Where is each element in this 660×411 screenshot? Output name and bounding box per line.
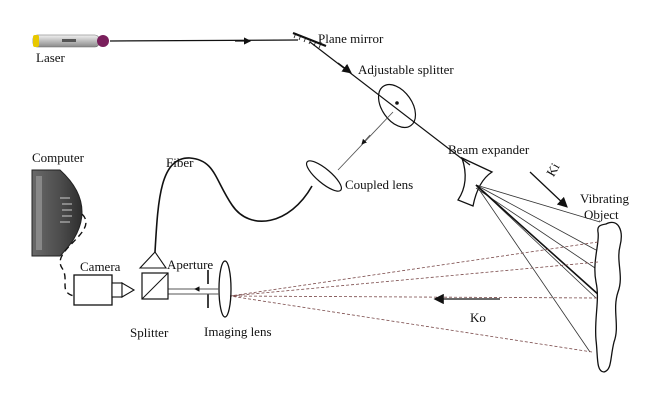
laser-beam	[109, 39, 299, 42]
beam-arrow-2	[361, 134, 371, 145]
fiber-label: Fiber	[166, 155, 194, 170]
ko-label: Ko	[470, 310, 486, 325]
beam-to-splitter	[309, 41, 471, 166]
ki-label: Ki	[543, 160, 563, 179]
camera	[73, 274, 136, 306]
fiber-output-prism	[138, 251, 168, 269]
camera-label: Camera	[80, 259, 121, 274]
coupled-lens	[305, 160, 343, 192]
beam-arrow-1	[337, 62, 352, 74]
ki-vector-arrow	[529, 171, 568, 208]
scattered-return-rays	[229, 241, 599, 353]
fiber-cable	[154, 157, 313, 253]
imaging-lens-label: Imaging lens	[204, 324, 272, 339]
laser-device	[32, 34, 109, 48]
computer-monitor	[31, 169, 83, 257]
laser-label: Laser	[36, 50, 66, 65]
camera-computer-cable	[59, 213, 87, 297]
beam-to-coupled-lens	[337, 111, 394, 171]
computer-label: Computer	[32, 150, 85, 165]
splitter-label: Splitter	[130, 325, 169, 340]
vibrating-object-label-line2: Object	[584, 207, 619, 222]
aperture-label: Aperture	[167, 257, 213, 272]
coupled-lens-label: Coupled lens	[345, 177, 413, 192]
beam-expander-label: Beam expander	[448, 142, 530, 157]
vibrating-object-label-line1: Vibrating	[580, 191, 630, 206]
expanded-illumination-rays	[475, 184, 601, 353]
adjustable-splitter-label: Adjustable splitter	[358, 62, 454, 77]
imaging-beams	[168, 286, 219, 295]
beam-splitter-cube	[141, 272, 169, 300]
main-illumination-ray	[475, 184, 601, 297]
beam-expander	[457, 156, 494, 207]
vibrating-object	[594, 221, 622, 373]
imaging-lens	[218, 260, 232, 318]
adjustable-splitter	[377, 83, 417, 129]
plane-mirror-label: Plane mirror	[318, 31, 384, 46]
